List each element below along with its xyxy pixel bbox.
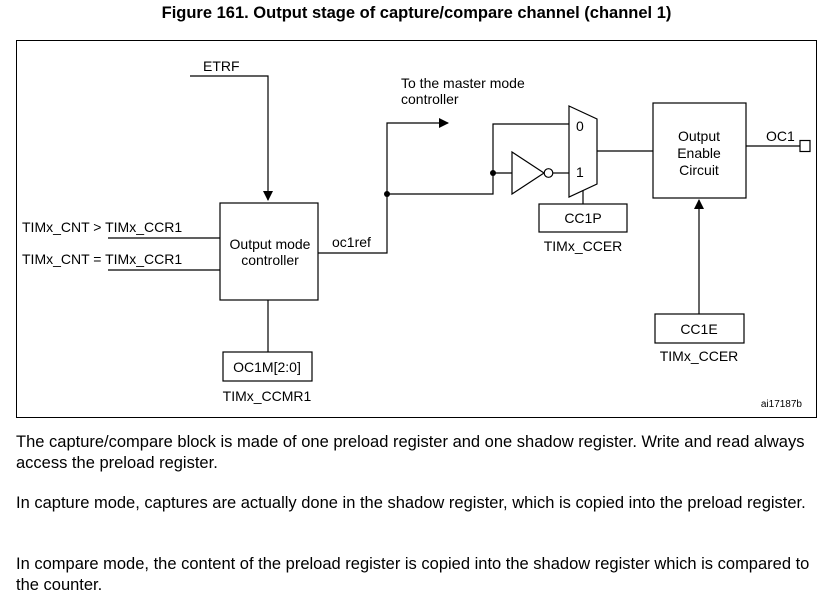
ccer-p-label: TIMx_CCER (544, 238, 623, 254)
figure-reference: ai17187b (761, 399, 803, 410)
cc1p-label: CC1P (564, 210, 601, 226)
cc1e-label: CC1E (680, 321, 717, 337)
oe-label-line1: Output (678, 128, 720, 144)
signal-bus-wire (387, 123, 569, 195)
input-gt-label: TIMx_CNT > TIMx_CCR1 (22, 219, 182, 235)
oc1m-box (222, 351, 313, 382)
oc1ref-label: oc1ref (332, 234, 371, 250)
oc1ref-wire (318, 194, 388, 254)
etrf-label: ETRF (203, 58, 240, 74)
omc-label-line2: controller (241, 252, 299, 268)
junction-dot (490, 170, 496, 176)
inverter-symbol (511, 150, 546, 196)
figure-frame (16, 40, 817, 418)
paragraph: In capture mode, captures are actually d… (16, 494, 806, 512)
omc-label-line1: Output mode (230, 236, 311, 252)
inverter-bubble (543, 168, 554, 178)
ccmr1-label: TIMx_CCMR1 (223, 388, 312, 404)
oe-label-line3: Circuit (679, 162, 719, 178)
ccer-e-label: TIMx_CCER (660, 348, 739, 364)
paragraph: The capture/compare block is made of one… (16, 433, 805, 472)
output-mode-controller-box (219, 202, 319, 301)
etrf-wire (190, 75, 273, 201)
master-label-line2: controller (401, 91, 459, 107)
oc1-pin (799, 139, 811, 153)
block-diagram: ETRF TIMx_CNT > TIMx_CCR1 TIMx_CNT = TIM… (16, 40, 817, 418)
mux-input-0-label: 0 (576, 118, 584, 134)
cc1e-box (654, 313, 745, 344)
oc1-label: OC1 (766, 128, 795, 144)
paragraph: In compare mode, the content of the prel… (16, 555, 810, 594)
oc1m-label: OC1M[2:0] (233, 359, 301, 375)
output-enable-circuit-box (652, 102, 747, 199)
oe-label-line2: Enable (677, 145, 721, 161)
multiplexer-symbol (568, 105, 598, 198)
mux-input-1-label: 1 (576, 164, 584, 180)
master-label-line1: To the master mode (401, 75, 525, 91)
junction-dot (384, 191, 390, 197)
master-mode-wire (386, 118, 449, 194)
figure-title: Figure 161. Output stage of capture/comp… (161, 4, 672, 22)
cc1p-box (538, 203, 628, 233)
input-eq-label: TIMx_CNT = TIMx_CCR1 (22, 251, 182, 267)
